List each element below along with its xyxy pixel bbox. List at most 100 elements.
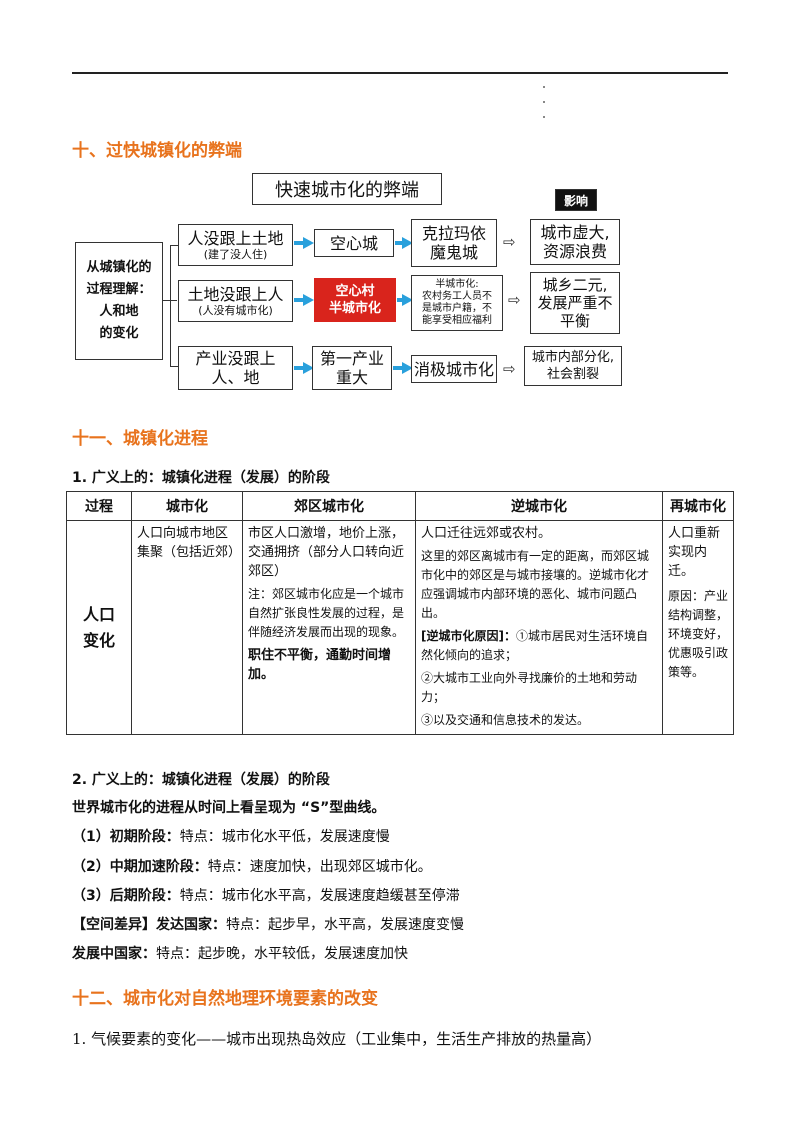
heading-twelve: 十二、城市化对自然地理环境要素的改变 xyxy=(72,989,378,1009)
table-header: 再城市化 xyxy=(662,491,734,521)
arrow xyxy=(294,298,304,302)
stage-text: 特点：城市化水平高，发展速度趋缓甚至停滞 xyxy=(179,888,460,904)
left-box-line: 人和地 xyxy=(99,304,139,319)
effect-box-1: 空心城 xyxy=(314,229,394,257)
arrow-head xyxy=(303,362,314,374)
cell-reason: [逆城市化原因]：①城市居民对生活环境自然化倾向的追求； xyxy=(421,627,657,665)
example-box-3: 消极城市化 xyxy=(411,355,497,383)
connector xyxy=(170,366,178,367)
effect-box-3: 第一产业 重大 xyxy=(312,346,392,390)
reason-1: ①城市居民对生活环境自然化倾向的追求； xyxy=(421,629,648,662)
example-line: 农村务工人员不 xyxy=(422,291,492,302)
reason-3: ③以及交通和信息技术的发达。 xyxy=(421,713,590,727)
effect-box-2: 空心村 半城市化 xyxy=(314,278,396,322)
left-box-line: 从城镇化的 xyxy=(86,260,152,275)
impact-box-3: 城市内部分化, 社会割裂 xyxy=(524,346,622,386)
subheading-1: 1. 广义上的：城镇化进程（发展）的阶段 xyxy=(72,470,330,486)
table-row: 人口 变化 人口向城市地区集聚（包括近郊） 市区人口激增，地价上涨，交通拥挤（部… xyxy=(66,520,734,735)
example-line: 能享受相应福利 xyxy=(422,315,492,326)
stage-line: （2）中期加速阶段：特点：速度加快，出现郊区城市化。 xyxy=(72,856,432,876)
cell-main: 市区人口激增，地价上涨，交通拥挤（部分人口转向近郊区） xyxy=(248,526,405,579)
impact-line: 发展严重不 xyxy=(537,294,613,312)
margin-dot xyxy=(543,86,545,88)
cell-counter-urbanization: 人口迁往远郊或农村。 这里的郊区离城市有一定的距离，而郊区城市化中的郊区是与城市… xyxy=(415,520,663,735)
impact-label: 影响 xyxy=(555,189,597,211)
cell-main: 人口迁往远郊或农村。 xyxy=(421,526,552,541)
subheading-2: 2. 广义上的：城镇化进程（发展）的阶段 xyxy=(72,772,330,788)
arrow xyxy=(294,241,304,245)
developed-line: 【空间差异】发达国家：特点：起步早，水平高，发展速度变慢 xyxy=(72,914,464,934)
cause-line: 人、地 xyxy=(211,368,260,387)
effect-line: 重大 xyxy=(335,368,368,387)
arrow-head xyxy=(402,294,413,306)
stage-label: （3）后期阶段： xyxy=(72,888,180,904)
developed-text: 特点：起步早，水平高，发展速度变慢 xyxy=(226,917,464,933)
example-line: 是城市户籍，不 xyxy=(422,303,492,314)
example-line: 克拉玛依 xyxy=(421,224,486,243)
top-rule xyxy=(72,72,728,74)
developing-line: 发展中国家：特点：起步晚，水平较低，发展速度加快 xyxy=(72,943,408,963)
table-header: 逆城市化 xyxy=(415,491,663,521)
arrow-head xyxy=(303,237,314,249)
left-process-box: 从城镇化的 过程理解： 人和地 的变化 xyxy=(75,242,163,360)
impact-line: 城市虚大, xyxy=(540,223,610,242)
cause-box-1: 人没跟上土地 (建了没人住) xyxy=(178,224,293,266)
effect-line: 半城市化 xyxy=(328,301,381,316)
double-arrow-icon: ⇨ xyxy=(508,291,521,309)
stage-line: （3）后期阶段：特点：城市化水平高，发展速度趋缓甚至停滞 xyxy=(72,885,460,905)
arrow-head xyxy=(402,237,413,249)
impact-line: 平衡 xyxy=(559,312,590,330)
reason-2: ②大城市工业向外寻找廉价的土地和劳动力； xyxy=(421,671,638,704)
table-header: 郊区城市化 xyxy=(242,491,416,521)
row-label-line: 变化 xyxy=(82,630,115,650)
cell-urbanization: 人口向城市地区集聚（包括近郊） xyxy=(131,520,243,735)
arrow xyxy=(397,298,403,302)
connector xyxy=(170,245,171,366)
cell-note: 注：郊区城市化应是一个城市自然扩张良性发展的过程，是伴随经济发展而出现的现象。 xyxy=(248,587,405,639)
cell-note: 这里的郊区离城市有一定的距离，而郊区城市化中的郊区是与城市接壤的。逆城市化才应强… xyxy=(421,549,650,620)
table-header-row: 过程 城市化 郊区城市化 逆城市化 再城市化 xyxy=(66,491,734,521)
example-line: 魔鬼城 xyxy=(429,243,478,262)
stage-label: （1）初期阶段： xyxy=(72,829,180,845)
cause-main: 土地没跟上人 xyxy=(187,285,284,304)
left-box-line: 过程理解： xyxy=(86,282,152,297)
stage-text: 特点：城市化水平低，发展速度慢 xyxy=(179,829,390,845)
stage-text: 特点：速度加快，出现郊区城市化。 xyxy=(207,859,432,875)
cause-sub: (人没有城市化) xyxy=(198,304,273,317)
cell-note: 原因：产业结构调整，环境变好，优惠吸引政策等。 xyxy=(668,589,729,679)
margin-dot xyxy=(543,116,545,118)
row-label: 人口 变化 xyxy=(66,520,132,735)
impact-line: 城乡二元, xyxy=(542,276,608,294)
cell-main: 人口重新实现内迁。 xyxy=(668,526,721,579)
heading-eleven: 十一、城镇化进程 xyxy=(72,429,208,449)
table-header: 城市化 xyxy=(131,491,243,521)
climate-line: 1. 气候要素的变化——城市出现热岛效应（工业集中，生活生产排放的热量高） xyxy=(72,1030,602,1048)
stage-line: （1）初期阶段：特点：城市化水平低，发展速度慢 xyxy=(72,826,390,846)
table-header: 过程 xyxy=(66,491,132,521)
urbanization-stage-table: 过程 城市化 郊区城市化 逆城市化 再城市化 人口 变化 人口向城市地区集聚（包… xyxy=(66,491,734,735)
cause-line: 产业没跟上 xyxy=(195,349,276,368)
arrow xyxy=(294,366,304,370)
margin-dot xyxy=(543,101,545,103)
arrow-head xyxy=(402,362,413,374)
example-line: 半城市化: xyxy=(435,279,479,290)
example-box-1: 克拉玛依 魔鬼城 xyxy=(411,219,497,267)
impact-line: 城市内部分化, xyxy=(531,350,615,365)
cell-bold: 职住不平衡，通勤时间增加。 xyxy=(248,648,392,682)
world-s-curve-line: 世界城市化的进程从时间上看呈现为 “S”型曲线。 xyxy=(72,800,386,816)
effect-line: 空心村 xyxy=(335,284,375,299)
impact-line: 资源浪费 xyxy=(542,242,607,261)
connector xyxy=(170,245,178,246)
developing-label: 发展中国家： xyxy=(72,946,156,962)
double-arrow-icon: ⇨ xyxy=(503,233,516,251)
cell-reurbanization: 人口重新实现内迁。 原因：产业结构调整，环境变好，优惠吸引政策等。 xyxy=(662,520,734,735)
developed-label: 【空间差异】发达国家： xyxy=(72,917,226,933)
arrow-head xyxy=(303,294,314,306)
reason-label: [逆城市化原因]： xyxy=(421,629,516,643)
cause-box-2: 土地没跟上人 (人没有城市化) xyxy=(178,280,293,322)
effect-line: 第一产业 xyxy=(319,349,384,368)
impact-box-2: 城乡二元, 发展严重不 平衡 xyxy=(530,272,620,334)
heading-ten: 十、过快城镇化的弊端 xyxy=(72,141,242,161)
cause-main: 人没跟上土地 xyxy=(187,229,284,248)
arrow xyxy=(393,366,403,370)
